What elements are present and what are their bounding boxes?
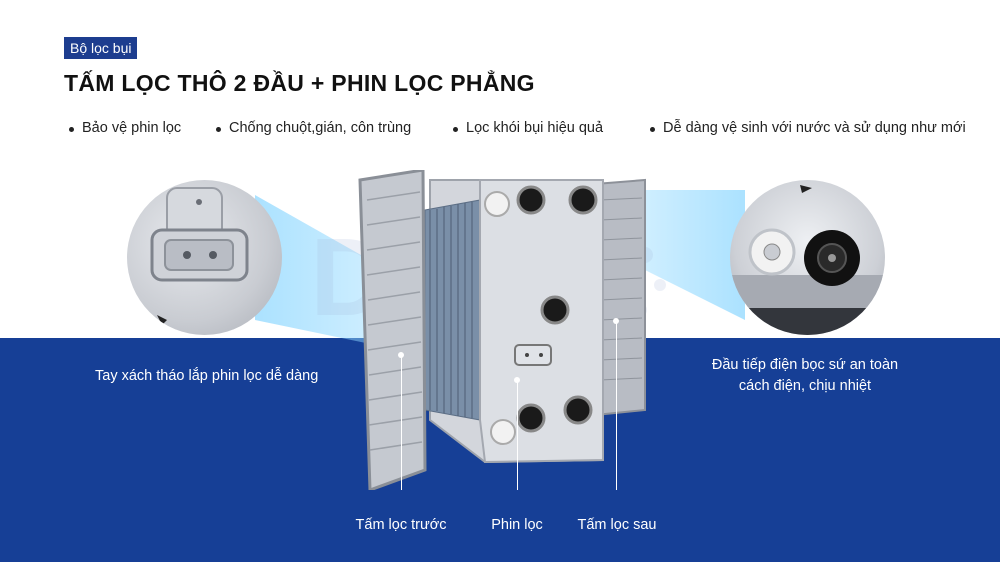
terminal-callout-line2: cách điện, chịu nhiệt	[738, 378, 872, 394]
terminal	[540, 295, 570, 325]
feature-item: Lọc khói bụi hiệu quả	[452, 120, 604, 136]
category-badge: Bộ lọc bụi	[64, 37, 138, 59]
page-title: TẤM LỌC THÔ 2 ĐẦU + PHIN LỌC PHẲNG	[64, 70, 535, 96]
front-panel-pointer-line	[401, 355, 402, 490]
handle-closeup-image	[150, 187, 249, 325]
handle-callout-label: Tay xách tháo lắp phin lọc dễ dàng	[95, 368, 319, 384]
feature-item: Dễ dàng vệ sinh với nước và sử dụng như …	[650, 120, 966, 136]
back-panel-label: Tấm lọc sau	[577, 517, 657, 533]
carry-handle	[514, 344, 552, 366]
terminal	[563, 395, 593, 425]
ceramic-terminal	[484, 191, 510, 217]
feature-item: Chống chuột,gián, côn trùng	[215, 120, 412, 136]
handle-zoom-circle	[127, 180, 282, 335]
terminal-zoom-circle	[730, 180, 885, 335]
air-filter-unit-image	[358, 170, 646, 490]
feature-list: Bảo vệ phin lọc Chống chuột,gián, côn tr…	[0, 120, 1000, 142]
filter-label: Phin lọc	[491, 517, 543, 533]
front-panel-label: Tấm lọc trước	[355, 517, 447, 533]
feature-item: Bảo vệ phin lọc	[68, 120, 182, 136]
terminal-closeup-image	[730, 185, 885, 335]
back-panel-pointer-line	[616, 321, 617, 490]
terminal	[568, 185, 598, 215]
filter-pointer-line	[517, 380, 518, 490]
terminal	[516, 185, 546, 215]
front-filter-panel	[358, 170, 427, 490]
ceramic-terminal	[490, 419, 516, 445]
terminal-callout-line1: Đầu tiếp điện bọc sứ an toàn	[711, 357, 899, 373]
terminal	[516, 403, 546, 433]
